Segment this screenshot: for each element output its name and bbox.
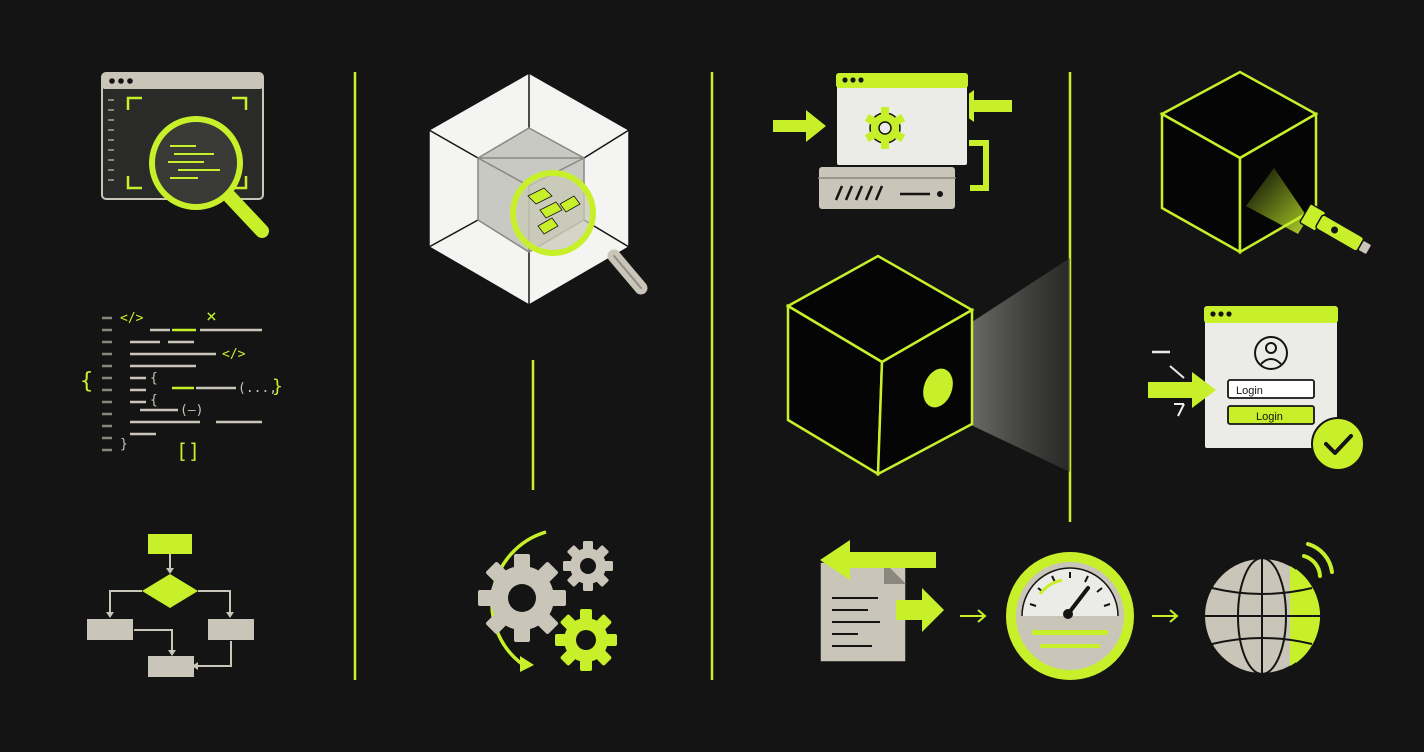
code-line-brace: { [150,371,158,386]
code-args: (..., [238,381,277,396]
code-close-mark: × [206,306,217,327]
globe-signal-icon [1203,542,1334,675]
login-window-icon: Login Login [1148,305,1365,471]
code-args-close: } [272,376,283,397]
code-window-search-icon [101,72,269,238]
login-button: Login [1256,411,1283,423]
speedometer-icon [1006,552,1134,680]
arrow-to-globe-icon [1152,609,1179,623]
login-input: Login [1236,385,1263,397]
checkmark-icon [1311,417,1365,471]
code-line-brace-2: { [150,393,158,408]
black-box-projector-icon [785,254,1070,477]
code-end-brace: } [120,437,128,452]
code-paren: (—) [180,403,203,418]
gears-cycle-icon [478,530,617,672]
code-brackets: [] [176,439,200,463]
avatar-icon [1254,336,1288,370]
cube-inspect-icon [428,72,648,490]
code-snippet-icon: </> × </> { { { (..., } (—) } [] [80,306,283,463]
server-config-icon [773,72,1012,211]
arrow-to-speedometer-icon [960,609,987,623]
code-tag-open: </> [120,311,144,326]
code-tag-close: </> [222,347,246,362]
black-box-flashlight-icon [1159,70,1373,256]
code-brace-open: { [80,369,93,394]
flowchart-icon [87,534,254,677]
document-export-icon [819,540,944,663]
